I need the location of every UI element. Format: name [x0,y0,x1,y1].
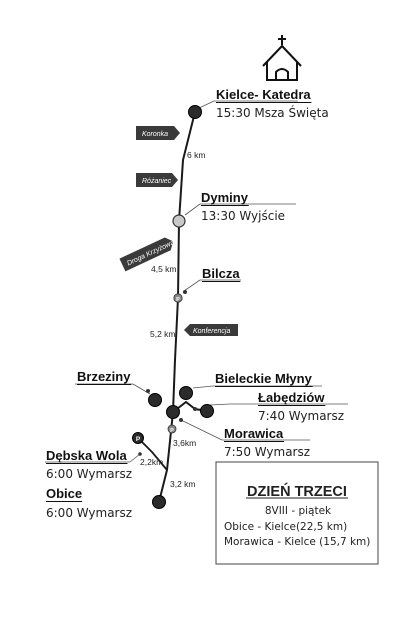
distance-label: 3,6km [173,438,196,448]
place-time-dyminy: 13:30 Wyjście [201,209,285,223]
distance-label: 2,2km [140,457,163,467]
parking-marker-morawica[interactable]: P [167,424,177,434]
route-branch-debska [137,437,168,471]
node-labedziow[interactable] [200,404,214,418]
node-debska-dot [138,452,142,456]
node-brzeziny[interactable] [148,393,162,407]
svg-text:P: P [136,436,141,443]
node-brzeziny-dot [146,389,150,393]
place-name-kielce: Kielce- Katedra [216,87,311,102]
place-name-bilcza: Bilcza [202,266,240,281]
node-bilcza-dot [183,290,187,294]
info-box-route-2: Morawica - Kielce (15,7 km) [224,536,370,548]
place-time-debska: 6:00 Wymarsz [46,467,132,481]
place-time-obice: 6:00 Wymarsz [46,506,132,520]
distance-label: 3,2 km [170,479,196,489]
place-name-morawica: Morawica [224,426,284,441]
flag-rozaniec: Różaniec [136,173,178,187]
place-name-debska: Dębska Wola [46,448,127,463]
info-box-date: 8VIII - piątek [265,505,332,517]
svg-text:P: P [170,428,174,434]
flag-koronka: Koronka [136,126,180,140]
place-time-morawica: 7:50 Wymarsz [224,445,310,459]
flag-konferencja: Konferencja [184,324,238,336]
svg-text:Konferencja: Konferencja [193,328,230,335]
node-labedziow-dot [193,407,197,411]
node-obice[interactable] [152,495,166,509]
distance-label: 6 km [187,150,205,160]
info-box-route-1: Obice - Kielce(22,5 km) [224,521,347,533]
parking-marker-bilcza[interactable]: P [173,293,183,303]
parking-marker-debska[interactable]: P [132,432,144,444]
info-box: DZIEŃ TRZECI 8VIII - piątek Obice - Kiel… [215,461,379,565]
node-bieleckie[interactable] [179,386,193,400]
node-junction[interactable] [166,405,180,419]
place-name-obice: Obice [46,486,82,501]
svg-text:P: P [176,297,180,303]
node-kielce[interactable] [188,105,202,119]
node-dyminy[interactable] [172,214,186,228]
place-time-kielce: 15:30 Msza Święta [216,105,329,120]
place-name-dyminy: Dyminy [201,190,249,205]
route-line-main [158,111,196,503]
place-name-labedziow: Łabędziów [258,390,325,405]
info-box-title: DZIEŃ TRZECI [247,483,347,500]
distance-label: 4,5 km [151,264,177,274]
distance-label: 5,2 km [150,329,176,339]
church-icon [262,35,302,81]
node-morawica-dot [179,418,183,422]
svg-text:Koronka: Koronka [142,131,168,138]
place-name-bieleckie: Bieleckie Młyny [215,371,313,386]
place-name-brzeziny: Brzeziny [77,369,131,384]
svg-text:Różaniec: Różaniec [142,178,172,185]
place-time-labedziow: 7:40 Wymarsz [258,409,344,423]
